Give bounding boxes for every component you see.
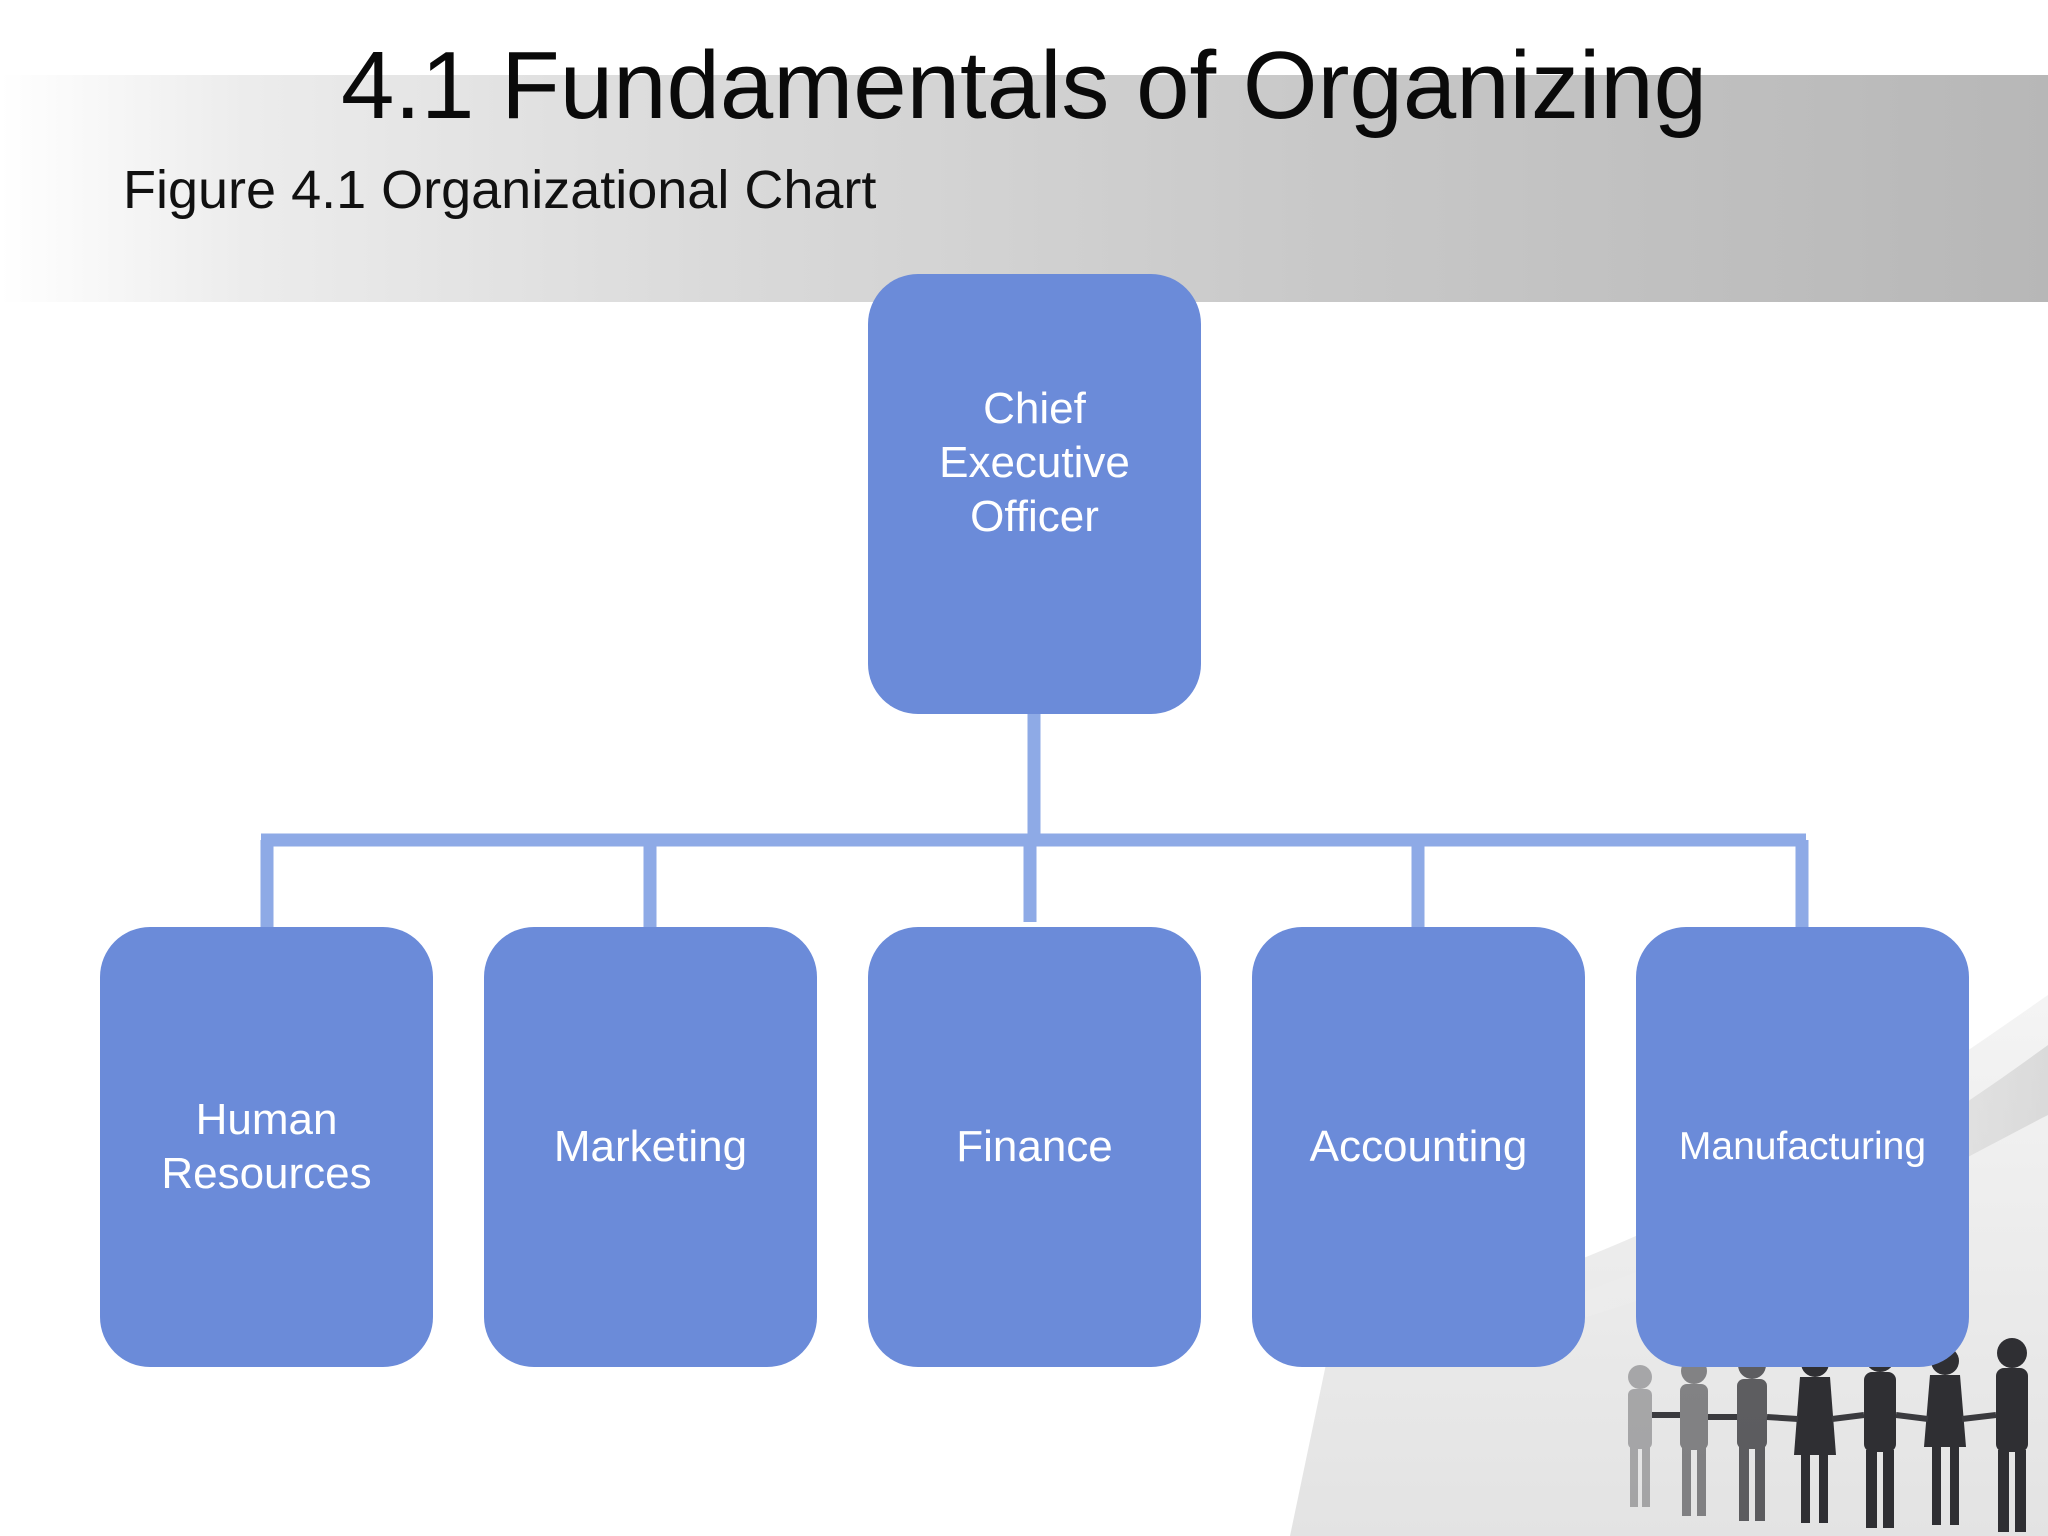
figure-caption: Figure 4.1 Organizational Chart	[123, 160, 877, 220]
org-node-accounting: Accounting	[1252, 927, 1585, 1367]
header-gradient-band	[0, 75, 2048, 302]
node-label: Marketing	[553, 1122, 748, 1172]
org-node-manufacturing: Manufacturing	[1636, 927, 1969, 1367]
slide-title: 4.1 Fundamentals of Organizing	[340, 32, 1708, 139]
org-node-finance: Finance	[868, 927, 1201, 1367]
node-label: Human Resources	[161, 1095, 372, 1198]
node-label: Manufacturing	[1678, 1125, 1927, 1169]
org-node-chief-executive-officer: Chief Executive Officer	[868, 274, 1201, 714]
org-node-human-resources: Human Resources	[100, 927, 433, 1367]
node-label: Accounting	[1309, 1122, 1528, 1172]
org-node-marketing: Marketing	[484, 927, 817, 1367]
node-label: Finance	[956, 1122, 1113, 1172]
node-label: Chief Executive Officer	[939, 384, 1130, 541]
